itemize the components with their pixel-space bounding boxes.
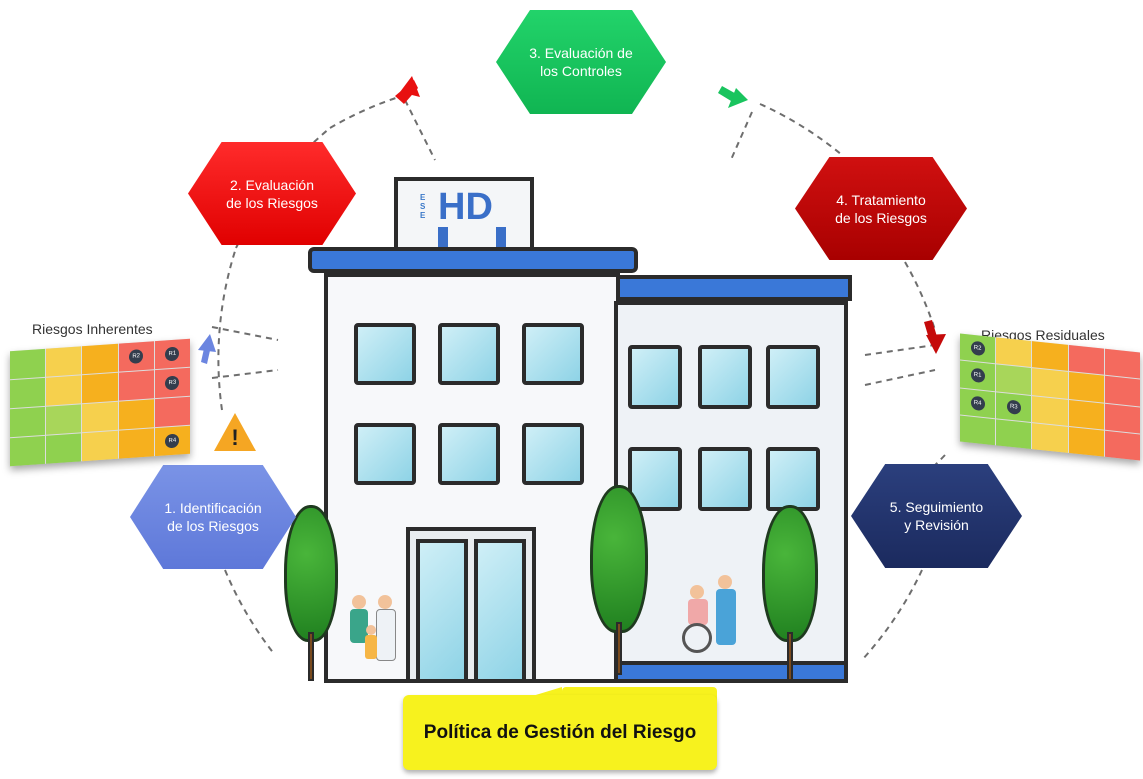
risk-marker: R2 (970, 340, 985, 357)
policy-label: Política de Gestión del Riesgo (403, 695, 717, 770)
risk-marker: R3 (1006, 399, 1021, 415)
window-staff (354, 423, 416, 485)
window (438, 323, 500, 385)
step-controls-evaluation: 3. Evaluación de los Controles (496, 10, 666, 114)
dashed-line-d (211, 369, 279, 379)
logo-letters: HD (438, 186, 493, 228)
step-4-label: 4. Tratamiento de los Riesgos (835, 191, 927, 226)
window (628, 345, 682, 409)
window (698, 447, 752, 511)
dashed-line-f (864, 369, 936, 386)
risk-marker: R4 (165, 433, 180, 449)
risk-marker: R1 (165, 346, 180, 362)
family-figures (348, 595, 400, 665)
inherent-risks-title: Riesgos Inherentes (32, 321, 153, 337)
step-identification: 1. Identificación de los Riesgos (130, 465, 296, 569)
dashed-line-b (729, 111, 753, 163)
logo-side-text: ESE (420, 193, 426, 220)
step-risk-evaluation: 2. Evaluación de los Riesgos (188, 142, 356, 245)
warning-exclamation: ! (231, 425, 239, 450)
tree (762, 505, 818, 681)
window (766, 345, 820, 409)
window-staff (698, 345, 752, 409)
dashed-arc-6 (929, 454, 946, 471)
blue-arrow-icon (198, 334, 216, 352)
window (522, 423, 584, 485)
window (438, 423, 500, 485)
roof-right (614, 275, 852, 301)
risk-marker: R4 (970, 395, 985, 411)
step-3-label: 3. Evaluación de los Controles (529, 45, 633, 79)
window (354, 323, 416, 385)
step-risk-treatment: 4. Tratamiento de los Riesgos (795, 157, 967, 260)
dashed-arc-4 (759, 103, 843, 156)
warning-icon (214, 413, 256, 451)
risk-marker: R3 (165, 375, 180, 391)
dashed-line-c (211, 326, 279, 341)
dashed-arc-5 (904, 261, 936, 331)
step-monitoring-review: 5. Seguimiento y Revisión (851, 464, 1022, 568)
step-5-label: 5. Seguimiento y Revisión (889, 499, 984, 533)
tree (284, 505, 338, 681)
dashed-line-a (404, 99, 436, 161)
window (522, 323, 584, 385)
tree (590, 485, 648, 675)
red-arrow-icon (926, 334, 946, 354)
dashed-arc-7 (861, 569, 923, 661)
dashed-arc-8 (224, 569, 276, 656)
door-right (474, 539, 526, 683)
hospital-building: ESE HD (278, 155, 852, 695)
dashed-arc-1 (217, 247, 237, 411)
inherent-risk-matrix: R2 R1 R3 R4 (10, 338, 190, 467)
patient-wheelchair-figures (682, 575, 742, 661)
dashed-arc-3 (329, 94, 406, 129)
door-left (416, 539, 468, 683)
green-arrow-icon (728, 88, 748, 108)
step-1-label: 1. Identificación de los Riesgos (164, 500, 262, 534)
dashed-line-e (864, 344, 936, 356)
risk-marker: R1 (970, 368, 985, 384)
step-2-label: 2. Evaluación de los Riesgos (226, 176, 318, 211)
risk-marker: R2 (129, 348, 144, 364)
window (766, 447, 820, 511)
residual-risk-matrix: R2 R1 R4 R3 (960, 333, 1140, 461)
roof-left (308, 247, 638, 273)
red-arrow-icon (400, 76, 420, 97)
